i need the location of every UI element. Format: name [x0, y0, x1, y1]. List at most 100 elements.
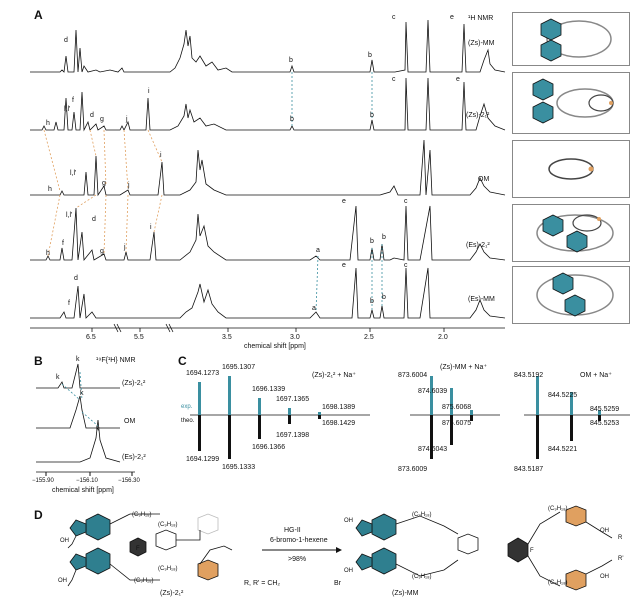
theo-mass: 1697.1398	[276, 432, 310, 439]
peak-label: d	[64, 37, 68, 44]
peak-label: b	[370, 238, 374, 245]
reaction-yield: >98%	[288, 556, 307, 563]
reagent-alkene: 6-bromo-1-hexene	[270, 537, 328, 544]
product-structure	[355, 513, 479, 577]
trace-label-om: OM	[478, 176, 490, 183]
peak-label: d	[90, 112, 94, 119]
peak-label: c	[404, 198, 408, 205]
theo-mass: 874.6043	[418, 446, 448, 453]
peak-label: i	[160, 152, 162, 159]
peak-label: f	[68, 300, 70, 307]
trace-label-19f-es-2: (Es)-2₁²	[122, 454, 146, 461]
theo-peaks	[198, 415, 601, 459]
theo-mass: 873.6009	[398, 466, 428, 473]
peak-label: l,l'	[66, 212, 73, 219]
substituent-oh: OH	[344, 568, 353, 574]
peak-label-k: k	[80, 390, 84, 397]
peak-label-k: k	[96, 426, 100, 433]
r-definition-prefix: R, R' = CH₂	[244, 580, 281, 587]
peak-label-k: k	[56, 374, 60, 381]
peak-label: e	[456, 76, 460, 83]
cartoon-zs-mm	[540, 18, 612, 62]
axis-tick: −156.10	[76, 478, 98, 484]
trace-label-es-2: (Es)-2₁²	[466, 242, 490, 249]
reaction-arrow	[262, 547, 342, 553]
axis-tick: −155.90	[32, 478, 54, 484]
exp-mass: 873.6004	[398, 372, 428, 379]
r-definition-br: Br	[334, 580, 341, 587]
substituent-oh: OH	[58, 578, 67, 584]
peak-label: j	[126, 116, 128, 123]
product-label: (Zs)-MM	[392, 590, 419, 597]
nmr-trace-es-2	[30, 205, 506, 262]
peak-label: b	[368, 52, 372, 59]
trace-label-19f-zs-2: (Zs)-2₁²	[122, 380, 146, 387]
exp-mass: 1695.1307	[222, 364, 256, 371]
nmr-19f-title: ¹⁹F{¹H} NMR	[96, 357, 136, 364]
peak-label: g	[102, 180, 106, 187]
exp-mass: 1697.1365	[276, 396, 310, 403]
exp-mass: 875.6068	[442, 404, 472, 411]
cartoon-box-es-2	[512, 204, 630, 262]
peak-connector-lines	[43, 72, 383, 313]
peak-label: h	[48, 186, 52, 193]
peak-label: e	[342, 262, 346, 269]
theo-mass: 844.5221	[548, 446, 578, 453]
peak-label: i	[150, 224, 152, 231]
nmr-19f-spectra	[36, 363, 135, 476]
theo-row-label: theo.	[181, 418, 195, 424]
theo-mass: 843.5187	[514, 466, 544, 473]
cartoon-box-es-mm	[512, 266, 630, 324]
peak-label: g	[100, 116, 104, 123]
trace-label-zs-mm: (Zs)-MM	[468, 40, 495, 47]
peak-label: e	[450, 14, 454, 21]
panel-letter-b: B	[34, 354, 43, 368]
nmr-1h-axis	[30, 323, 505, 333]
start-material-label: (Zs)-2₁²	[160, 590, 184, 597]
cartoon-es-mm	[536, 272, 614, 317]
substituent-f: F	[136, 546, 140, 552]
chain-label: (C₉H₁₈)	[134, 578, 154, 584]
peak-label-k: k	[76, 356, 80, 363]
panel-letter-a: A	[34, 8, 43, 22]
peak-label: b	[290, 116, 294, 123]
panel-letter-c: C	[178, 354, 187, 368]
exp-mass: 1698.1389	[322, 404, 356, 411]
peak-label: d	[74, 275, 78, 282]
chain-label: (C₉H₁₈)	[548, 506, 568, 512]
axis-tick: 3.5	[222, 334, 232, 341]
exp-row-label: exp.	[181, 404, 193, 410]
theo-mass: 1694.1299	[186, 456, 220, 463]
chain-label: (C₉H₁₈)	[412, 512, 432, 518]
chain-label: (C₉H₁₈)	[548, 580, 568, 586]
exp-peaks	[198, 376, 601, 415]
theo-mass: 875.6075	[442, 420, 472, 427]
peak-label: b	[382, 294, 386, 301]
peak-label: f	[62, 240, 64, 247]
chain-label: (C₉H₁₈)	[132, 512, 152, 518]
peak-label: b	[382, 234, 386, 241]
peak-label: e	[342, 198, 346, 205]
peak-label: h	[46, 120, 50, 127]
cartoon-es-2	[536, 214, 614, 253]
peak-label: l,l'	[70, 170, 77, 177]
theo-mass: 845.5253	[590, 420, 620, 427]
substituent-r: R	[618, 535, 623, 541]
cartoon-box-zs-mm	[512, 12, 630, 66]
peak-label: g	[100, 248, 104, 255]
peak-label: j	[128, 182, 130, 189]
chain-label: (C₉H₁₈)	[158, 522, 178, 528]
peak-label: b	[289, 57, 293, 64]
peak-label: c	[392, 14, 396, 21]
reagent-catalyst: HG-II	[284, 527, 301, 534]
substituent-oh: OH	[60, 538, 69, 544]
hrms-title: (Zs)-MM + Na⁺	[440, 364, 488, 371]
axis-tick: 6.5	[86, 334, 96, 341]
trace-label-es-mm: (Es)-MM	[468, 296, 495, 303]
exp-mass: 1694.1273	[186, 370, 220, 377]
nmr-trace-es-mm	[30, 267, 506, 319]
panel-letter-d: D	[34, 508, 43, 522]
theo-mass: 1696.1366	[252, 444, 286, 451]
exp-mass: 845.5259	[590, 406, 620, 413]
starting-material-structure	[67, 513, 233, 587]
